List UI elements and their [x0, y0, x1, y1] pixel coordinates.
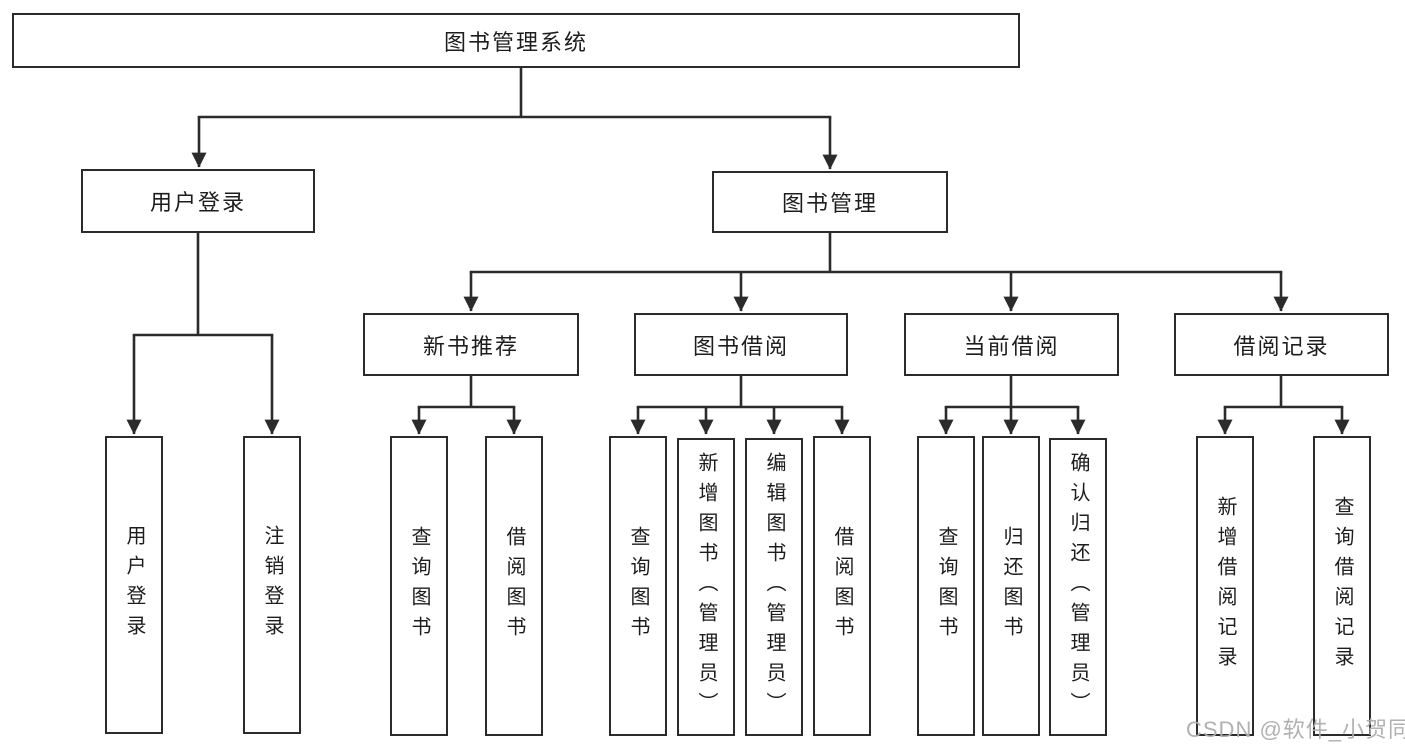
leaf-logout: 注销登录 — [243, 436, 301, 734]
node-label: 图书管理 — [781, 191, 878, 216]
node-label: 查询图书 — [627, 526, 649, 646]
leaf-add-borrow-record: 新增借阅记录 — [1196, 436, 1254, 736]
node-label: 用户登录 — [123, 525, 145, 645]
node-label: 图书管理系统 — [443, 29, 588, 55]
leaf-return-book: 归还图书 — [982, 436, 1040, 736]
node-library-system: 图书管理系统 — [12, 13, 1020, 68]
node-label: 用户登录 — [149, 190, 246, 215]
leaf-search-borrow-record: 查询借阅记录 — [1313, 436, 1371, 736]
leaf-edit-book-admin: 编辑图书（管理员） — [745, 438, 803, 736]
node-current-borrowing: 当前借阅 — [904, 313, 1119, 376]
node-label: 归还图书 — [1000, 526, 1022, 646]
leaf-search-books: 查询图书 — [609, 436, 667, 736]
leaf-user-login: 用户登录 — [105, 436, 163, 734]
leaf-borrow-books: 借阅图书 — [485, 436, 543, 736]
node-label: 新增借阅记录 — [1214, 496, 1236, 676]
leaf-search-books: 查询图书 — [917, 436, 975, 736]
node-label: 查询图书 — [935, 526, 957, 646]
node-book-management: 图书管理 — [712, 171, 948, 233]
node-label: 借阅图书 — [831, 526, 853, 646]
node-label: 当前借阅 — [963, 333, 1060, 359]
node-label: 图书借阅 — [692, 333, 789, 359]
node-label: 新增图书（管理员） — [695, 452, 717, 722]
leaf-confirm-return-admin: 确认归还（管理员） — [1049, 438, 1107, 736]
node-label: 借阅记录 — [1233, 333, 1330, 359]
node-label: 查询图书 — [408, 526, 430, 646]
node-new-book-recommend: 新书推荐 — [363, 313, 579, 376]
node-label: 查询借阅记录 — [1331, 496, 1353, 676]
csdn-watermark: CSDN @软件_小贺同学 — [1186, 717, 1405, 742]
leaf-borrow-books: 借阅图书 — [813, 436, 871, 736]
node-label: 新书推荐 — [422, 333, 519, 359]
node-label: 确认归还（管理员） — [1067, 452, 1089, 722]
node-borrowing-records: 借阅记录 — [1174, 313, 1389, 376]
node-book-borrowing: 图书借阅 — [634, 313, 848, 376]
node-label: 借阅图书 — [503, 526, 525, 646]
leaf-search-books: 查询图书 — [390, 436, 448, 736]
node-label: 编辑图书（管理员） — [763, 452, 785, 722]
leaf-add-book-admin: 新增图书（管理员） — [677, 438, 735, 736]
node-user-login: 用户登录 — [81, 169, 315, 233]
node-label: 注销登录 — [261, 525, 283, 645]
